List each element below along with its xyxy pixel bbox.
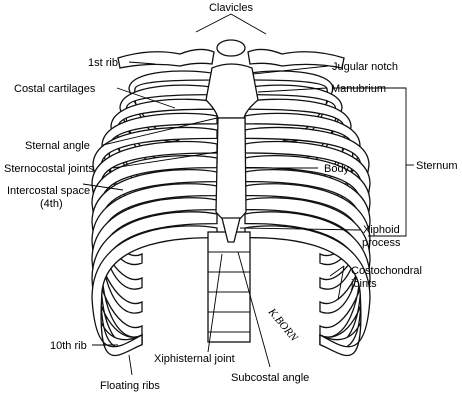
label-sternal-angle: Sternal angle [25, 140, 90, 152]
manubrium [205, 63, 259, 119]
label-costal-cartilages: Costal cartilages [14, 83, 96, 95]
rib-left [91, 169, 218, 314]
sternum-body [215, 117, 247, 225]
xiphoid-process [221, 217, 241, 243]
label-intercostal-space-num: (4th) [40, 198, 63, 210]
label-xiphisternal-joint: Xiphisternal joint [154, 353, 235, 365]
label-sternum: Sternum [416, 160, 458, 172]
rib-right [244, 154, 371, 290]
label-tenth-rib: 10th rib [50, 340, 87, 352]
right-clavicle [247, 48, 345, 69]
label-sternocostal-joints: Sternocostal joints [4, 163, 94, 175]
label-clavicles: Clavicles [209, 2, 254, 14]
rib-left [91, 225, 218, 357]
labels: Clavicles 1st rib Jugular notch Costal c… [4, 2, 458, 392]
rib-right [244, 225, 371, 357]
clavicles [117, 39, 345, 69]
top-vertebra [216, 39, 246, 57]
label-process: process [362, 237, 401, 249]
label-joints: joints [350, 278, 377, 290]
rib-right [244, 169, 371, 314]
label-first-rib: 1st rib [88, 57, 118, 69]
left-clavicle [117, 48, 215, 69]
rib-right [244, 183, 371, 338]
rib-left [91, 140, 218, 266]
label-costochondral: Costochondral [351, 265, 422, 277]
sternum [205, 63, 259, 243]
label-intercostal-space: Intercostal space [7, 185, 90, 197]
label-jugular-notch: Jugular notch [332, 61, 398, 73]
label-xiphoid: Xiphoid [363, 224, 400, 236]
ribs-left [91, 70, 218, 357]
ribs-right [244, 70, 371, 357]
vertebral-column [207, 231, 251, 343]
label-floating-ribs: Floating ribs [100, 380, 160, 392]
artist-signature: K.BORN [265, 305, 300, 344]
label-subcostal-angle: Subcostal angle [231, 372, 309, 384]
rib-right [244, 140, 371, 266]
rib-left [91, 183, 218, 338]
leader-lines [82, 13, 414, 376]
label-body: Body [324, 163, 350, 175]
label-manubrium: Manubrium [331, 83, 386, 95]
